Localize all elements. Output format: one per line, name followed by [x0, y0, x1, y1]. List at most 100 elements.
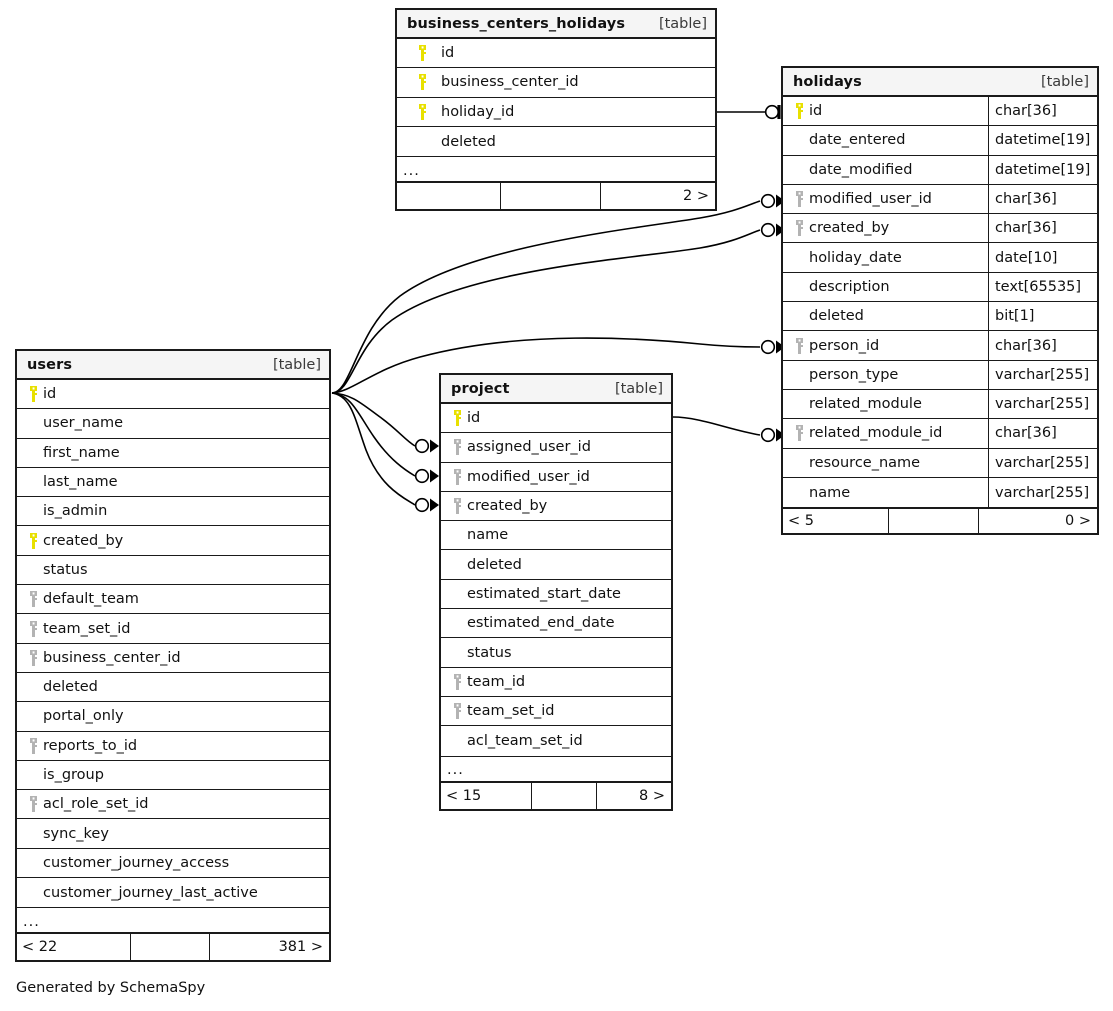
table-row[interactable]: user_name: [17, 409, 329, 439]
footer-children-count[interactable]: 381 >: [209, 934, 329, 961]
table-row[interactable]: customer_journey_access: [17, 849, 329, 879]
table-row[interactable]: estimated_end_date: [441, 609, 671, 639]
table-row[interactable]: default_team: [17, 585, 329, 615]
table-row[interactable]: team_set_id: [17, 614, 329, 644]
footer-children-count[interactable]: 0 >: [978, 509, 1097, 534]
footer-parents-count[interactable]: < 22: [22, 939, 58, 956]
column-name: status: [43, 561, 88, 578]
table-row[interactable]: deleted bit[1]: [783, 302, 1097, 332]
column-name: holiday_date: [809, 249, 902, 266]
table-row[interactable]: deleted: [397, 127, 715, 156]
table-node-users[interactable]: users [table] id user_name first_name last_…: [15, 349, 331, 963]
table-title: users: [27, 356, 73, 373]
table-header: users [table]: [17, 351, 329, 380]
column-name-cell: acl_role_set_id: [17, 790, 329, 818]
table-row[interactable]: deleted: [17, 673, 329, 703]
column-name-cell: created_by: [441, 492, 671, 520]
column-type: varchar[255]: [995, 396, 1090, 413]
table-header: business_centers_holidays [table]: [397, 10, 715, 39]
column-type: varchar[255]: [995, 454, 1090, 471]
table-row[interactable]: acl_role_set_id: [17, 790, 329, 820]
table-row[interactable]: id: [441, 404, 671, 434]
table-node-business-centers-holidays[interactable]: business_centers_holidays [table] id busi…: [395, 8, 717, 212]
table-row[interactable]: status: [17, 556, 329, 586]
column-name: id: [43, 386, 57, 403]
column-name-cell: estimated_start_date: [441, 580, 671, 608]
column-name-cell: id: [783, 97, 988, 125]
column-name: id: [441, 45, 455, 62]
column-name: status: [467, 644, 512, 661]
footer-middle: [531, 782, 596, 809]
column-name: team_id: [467, 673, 526, 690]
table-row[interactable]: assigned_user_id: [441, 433, 671, 463]
table-row[interactable]: first_name: [17, 439, 329, 468]
table-row[interactable]: modified_user_id: [441, 463, 671, 492]
edge-project-id-to-holidays-related_module_id: [672, 416, 761, 436]
column-name: related_module: [809, 396, 922, 413]
table-row[interactable]: sync_key: [17, 819, 329, 849]
table-row[interactable]: resource_name varchar[255]: [783, 448, 1097, 478]
optional-marker-circle: [414, 438, 430, 454]
table-row[interactable]: estimated_start_date: [441, 580, 671, 610]
column-name-cell: last_name: [17, 468, 329, 496]
table-row[interactable]: status: [441, 638, 671, 668]
table-row[interactable]: business_center_id: [397, 68, 715, 98]
column-name-cell: created_by: [17, 526, 329, 554]
foreign-key-icon: [447, 703, 467, 720]
footer-children-count[interactable]: 2 >: [600, 183, 715, 210]
table-row[interactable]: id: [397, 39, 715, 69]
column-name-cell: resource_name: [783, 449, 988, 477]
table-row[interactable]: team_id: [441, 668, 671, 697]
footer-middle: [888, 509, 978, 534]
table-row[interactable]: created_by: [17, 526, 329, 556]
column-name-cell: team_set_id: [441, 697, 671, 725]
column-name: business_center_id: [441, 74, 579, 91]
column-name: first_name: [43, 444, 120, 461]
column-type-cell: char[36]: [988, 214, 1097, 243]
foreign-key-icon: [447, 498, 467, 515]
table-row[interactable]: created_by: [441, 492, 671, 522]
table-row[interactable]: holiday_id: [397, 98, 715, 127]
generated-by-credit: Generated by SchemaSpy: [16, 980, 206, 996]
table-row[interactable]: is_group: [17, 761, 329, 791]
footer-parents-count[interactable]: < 5: [788, 513, 814, 530]
footer-children-count[interactable]: 8 >: [596, 782, 671, 809]
column-type: bit[1]: [995, 308, 1035, 325]
table-row[interactable]: business_center_id: [17, 644, 329, 673]
column-name: team_set_id: [43, 620, 131, 637]
footer-parents-count[interactable]: < 15: [446, 787, 482, 804]
table-row[interactable]: id: [17, 380, 329, 410]
table-header: project [table]: [441, 375, 671, 404]
column-name: deleted: [809, 308, 864, 325]
table-row[interactable]: last_name: [17, 468, 329, 498]
table-row[interactable]: is_admin: [17, 497, 329, 527]
table-row[interactable]: related_module varchar[255]: [783, 389, 1097, 420]
more-columns-indicator: ...: [397, 156, 715, 184]
table-row[interactable]: name: [441, 521, 671, 551]
table-row[interactable]: deleted: [441, 550, 671, 580]
table-row[interactable]: portal_only: [17, 702, 329, 732]
footer-parents-count[interactable]: [397, 183, 500, 209]
column-name: description: [809, 278, 890, 295]
column-name: customer_journey_access: [43, 854, 230, 871]
column-name: estimated_start_date: [467, 585, 621, 602]
column-name-cell: assigned_user_id: [441, 433, 671, 461]
table-row[interactable]: customer_journey_last_active: [17, 878, 329, 907]
table-row[interactable]: team_set_id: [441, 697, 671, 727]
table-row[interactable]: reports_to_id: [17, 732, 329, 761]
table-row[interactable]: acl_team_set_id: [441, 726, 671, 755]
